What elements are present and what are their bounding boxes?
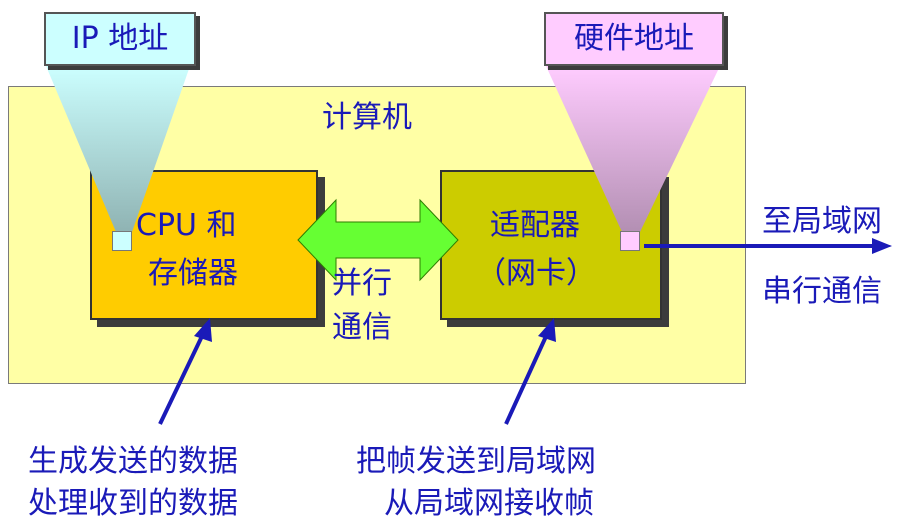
- hardware-port-square: [620, 231, 640, 251]
- cpu-note-line2: 处理收到的数据: [28, 486, 238, 521]
- to-lan-label: 至局域网: [762, 204, 882, 239]
- parallel-comm-label-line2: 通信: [332, 310, 392, 345]
- cpu-memory-label-line1: CPU 和: [136, 208, 237, 243]
- ip-address-cone: [46, 66, 190, 232]
- adapter-label-line1: 适配器: [490, 208, 580, 243]
- hardware-address-cone: [546, 66, 720, 232]
- parallel-comm-label-line1: 并行: [332, 266, 392, 301]
- cpu-pointer-head: [194, 318, 212, 342]
- parallel-comm-arrow: [297, 198, 459, 282]
- adapter-note-line1: 把帧发送到局域网: [356, 444, 596, 479]
- cpu-note-line1: 生成发送的数据: [28, 444, 238, 479]
- ip-address-label: IP 地址: [44, 12, 196, 66]
- computer-label: 计算机: [322, 100, 412, 135]
- ip-port-square: [112, 231, 132, 251]
- adapter-note-line2: 从局域网接收帧: [384, 486, 594, 521]
- cpu-memory-label-line2: 存储器: [148, 256, 238, 291]
- adapter-label-line2: （网卡）: [476, 256, 596, 291]
- cpu-pointer-line: [158, 331, 206, 425]
- hardware-address-label: 硬件地址: [544, 12, 724, 66]
- adapter-pointer-head: [538, 318, 556, 342]
- serial-comm-label: 串行通信: [762, 274, 882, 309]
- adapter-pointer-line: [504, 331, 550, 425]
- serial-arrow-head: [872, 238, 892, 254]
